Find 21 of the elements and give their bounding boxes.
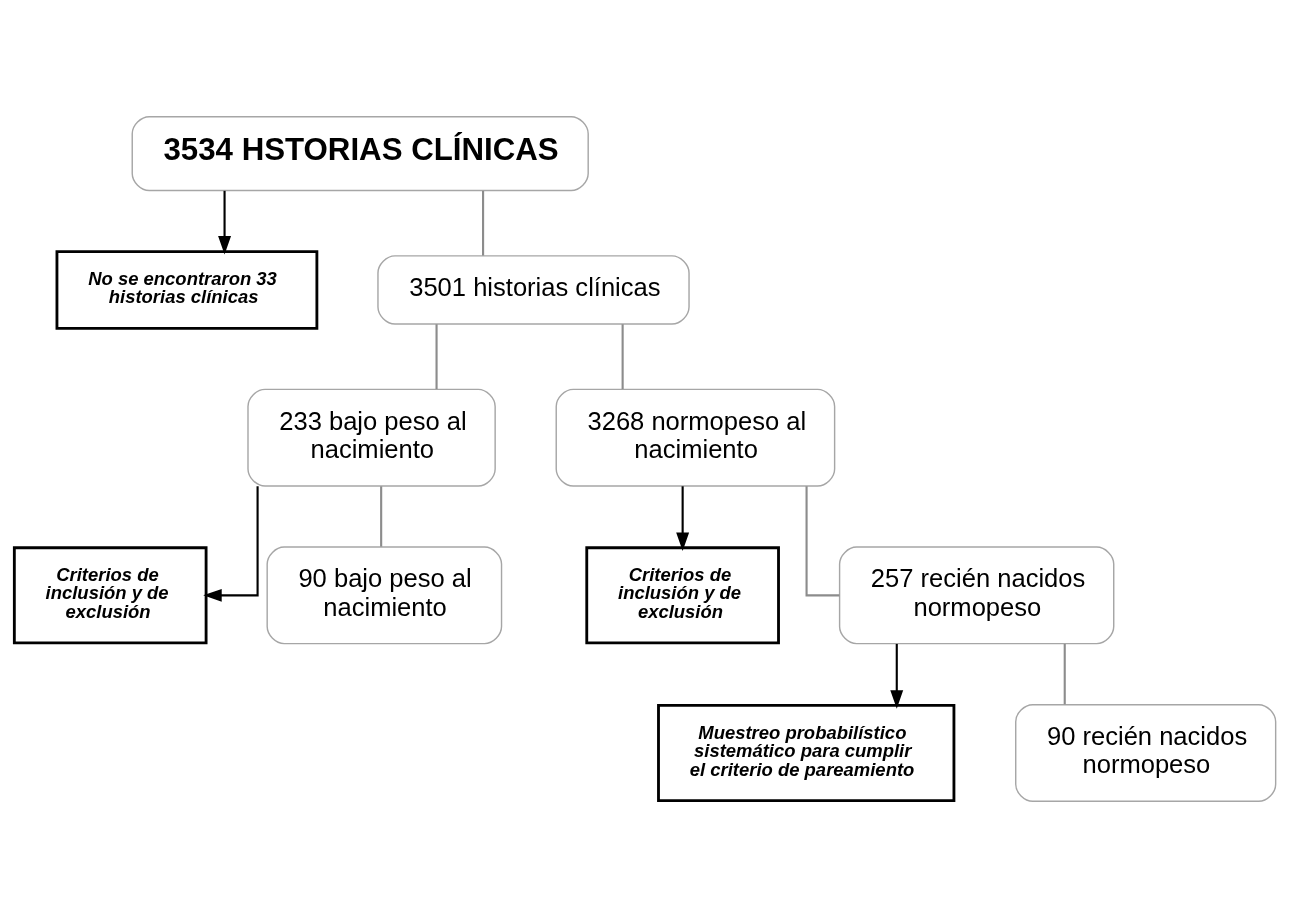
- arrow: [890, 643, 904, 709]
- node-box: Criterios de inclusión y de exclusión: [585, 546, 780, 645]
- node-box: Criterios de inclusión y de exclusión: [12, 546, 208, 645]
- connector: [482, 190, 485, 256]
- connector: [435, 324, 438, 390]
- node-box: 3534 HSTORIAS CLÍNICAS: [131, 115, 589, 192]
- arrow: [676, 486, 690, 551]
- node-box: 90 bajo peso al nacimiento: [266, 546, 503, 645]
- node-box: No se encontraron 33 historias clínicas: [55, 250, 319, 330]
- node-box: 233 bajo peso al nacimiento: [247, 388, 496, 487]
- node-box: 3268 normopeso al nacimiento: [555, 388, 836, 487]
- arrow: [203, 486, 259, 602]
- node-box: 257 recién nacidos normopeso: [838, 546, 1115, 645]
- connector: [805, 486, 840, 597]
- arrow: [218, 190, 232, 255]
- connector: [1063, 643, 1066, 705]
- node-box: 90 recién nacidos normopeso: [1015, 704, 1277, 803]
- node-box: 3501 historias clínicas: [377, 255, 690, 325]
- connector: [380, 486, 383, 547]
- connector: [621, 324, 624, 390]
- node-box: Muestreo probabilístico sistemático para cumplir el criterio de pareamiento: [657, 704, 956, 803]
